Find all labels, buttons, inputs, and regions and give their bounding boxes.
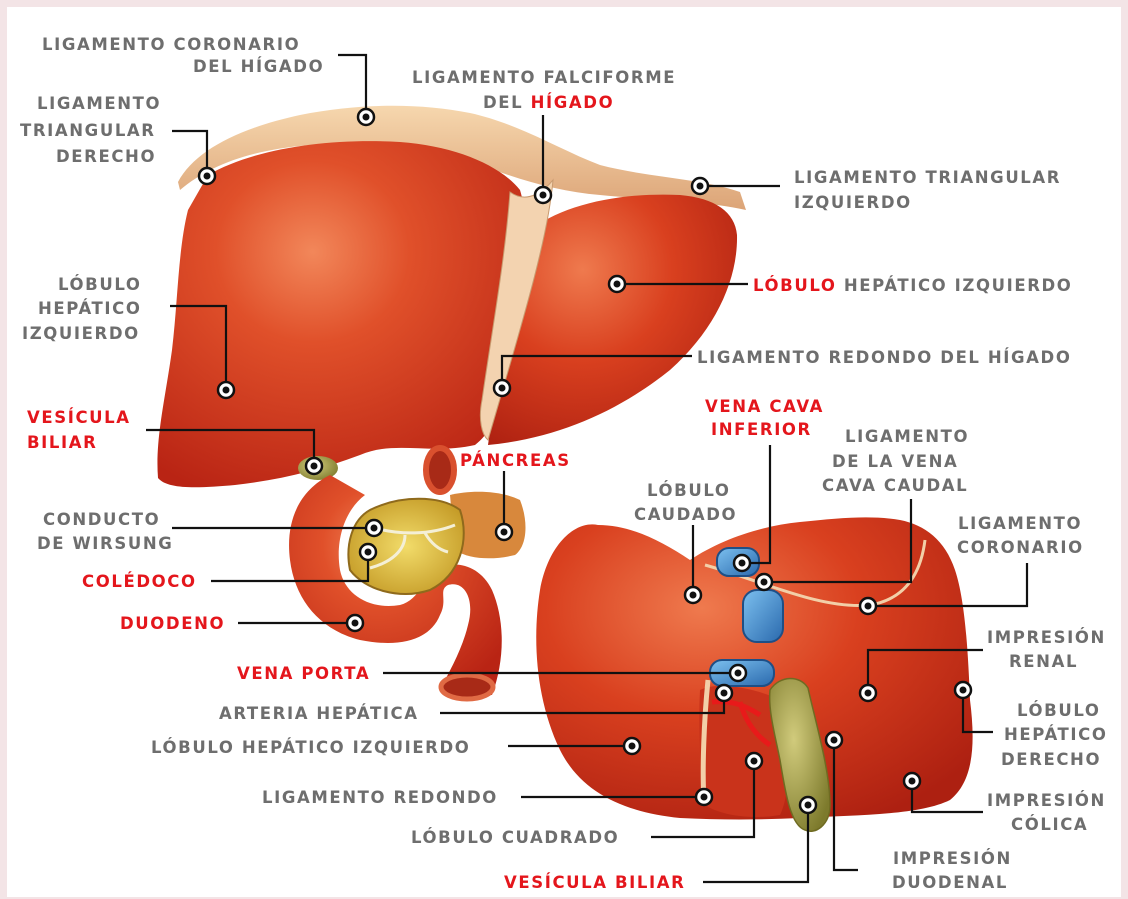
label-left-triangular-ligament-1: LIGAMENTO TRIANGULAR	[794, 168, 1061, 187]
pin-vena-cava-inferior	[734, 555, 750, 571]
label-common-bile-duct: COLÉDOCO	[82, 572, 197, 591]
label-vena-cava-inferior-2: INFERIOR	[711, 420, 812, 439]
label-gallbladder-upper-2: BILIAR	[27, 433, 97, 452]
label-pancreas: PÁNCREAS	[460, 451, 571, 470]
label-coronary-ligament-liver-2: DEL HÍGADO	[193, 57, 324, 76]
label-hepatic-artery: ARTERIA HEPÁTICA	[219, 704, 419, 723]
label-round-ligament-liver: LIGAMENTO REDONDO DEL HÍGADO	[697, 348, 1071, 367]
label-right-lobe-1: LÓBULO	[1017, 701, 1100, 720]
label-portal-vein: VENA PORTA	[237, 664, 370, 683]
label-right-triangular-ligament-1: LIGAMENTO	[37, 94, 161, 113]
label-left-lobe-left-2: HEPÁTICO	[38, 299, 141, 318]
pin-duodenal-impression	[826, 732, 842, 748]
label-left-lobe-left-1: LÓBULO	[58, 275, 141, 294]
label-wirsung-duct-2: DE WIRSUNG	[37, 534, 173, 553]
label-vena-cava-inferior-1: VENA CAVA	[705, 397, 824, 416]
pin-right-triangular-ligament	[199, 168, 215, 184]
pin-coronary-ligament-liver	[358, 109, 374, 125]
pin-wirsung-duct	[366, 520, 382, 536]
label-duodenum: DUODENO	[120, 614, 225, 633]
pin-left-lobe-right	[609, 276, 625, 292]
label-colic-impression-1: IMPRESIÓN	[987, 791, 1106, 810]
pin-hepatic-artery	[716, 685, 732, 701]
label-right-lobe-3: DERECHO	[1001, 750, 1101, 769]
label-falciform-ligament-2: DEL HÍGADO	[483, 93, 614, 112]
duodenum-opening-top	[426, 448, 454, 492]
pin-pancreas	[496, 524, 512, 540]
label-renal-impression-2: RENAL	[1009, 652, 1078, 671]
right-liver-lobe	[157, 141, 527, 487]
label-coronary-ligament-liver-1: LIGAMENTO CORONARIO	[42, 35, 300, 54]
pin-renal-impression	[860, 685, 876, 701]
label-left-triangular-ligament-2: IZQUIERDO	[794, 193, 912, 212]
label-left-lobe-bottom: LÓBULO HEPÁTICO IZQUIERDO	[151, 738, 470, 757]
label-gallbladder-upper-1: VESÍCULA	[27, 408, 131, 427]
label-renal-impression-1: IMPRESIÓN	[987, 628, 1106, 647]
label-caudate-lobe-2: CAUDADO	[634, 505, 737, 524]
label-left-lobe-left-3: IZQUIERDO	[22, 324, 140, 343]
label-right-triangular-ligament-3: DERECHO	[56, 147, 156, 166]
label-falciform-ligament-1: LIGAMENTO FALCIFORME	[412, 68, 676, 87]
pin-common-bile-duct	[360, 544, 376, 560]
label-ligament-vena-cava-2: DE LA VENA	[832, 452, 958, 471]
label-round-ligament: LIGAMENTO REDONDO	[262, 788, 498, 807]
label-caudate-lobe-1: LÓBULO	[647, 481, 730, 500]
pin-quadrate-lobe	[746, 753, 762, 769]
pin-colic-impression	[904, 773, 920, 789]
pin-gallbladder-upper	[306, 458, 322, 474]
pin-left-triangular-ligament	[692, 178, 708, 194]
pin-left-lobe-left	[218, 382, 234, 398]
label-quadrate-lobe: LÓBULO CUADRADO	[411, 828, 619, 847]
label-ligament-vena-cava-3: CAVA CAUDAL	[822, 476, 968, 495]
pin-right-lobe	[955, 682, 971, 698]
label-ligament-vena-cava-1: LIGAMENTO	[845, 427, 969, 446]
pin-caudate-lobe	[685, 587, 701, 603]
label-duodenal-impression-2: DUODENAL	[892, 873, 1008, 892]
pin-portal-vein	[730, 665, 746, 681]
label-colic-impression-2: CÓLICA	[1011, 815, 1088, 834]
pin-falciform-ligament	[535, 187, 551, 203]
pin-round-ligament	[696, 789, 712, 805]
duodenum-opening-bottom	[441, 675, 493, 699]
pin-round-ligament-liver	[494, 380, 510, 396]
pancreas-duodenum-illustration	[289, 448, 525, 699]
label-gallbladder-lower: VESÍCULA BILIAR	[504, 873, 685, 892]
pin-coronary-ligament	[860, 598, 876, 614]
label-right-triangular-ligament-2: TRIANGULAR	[20, 121, 156, 140]
pin-gallbladder-lower	[800, 797, 816, 813]
label-right-lobe-2: HEPÁTICO	[1004, 725, 1107, 744]
label-wirsung-duct-1: CONDUCTO	[43, 510, 160, 529]
pin-duodenum	[347, 615, 363, 631]
pin-ligament-vena-cava	[756, 574, 772, 590]
ivc-lower	[743, 590, 783, 642]
label-duodenal-impression-1: IMPRESIÓN	[893, 849, 1012, 868]
label-coronary-ligament-2: CORONARIO	[957, 538, 1084, 557]
label-coronary-ligament-1: LIGAMENTO	[958, 514, 1082, 533]
label-left-lobe-right: LÓBULO HEPÁTICO IZQUIERDO	[753, 276, 1072, 295]
pin-left-lobe-bottom	[624, 738, 640, 754]
